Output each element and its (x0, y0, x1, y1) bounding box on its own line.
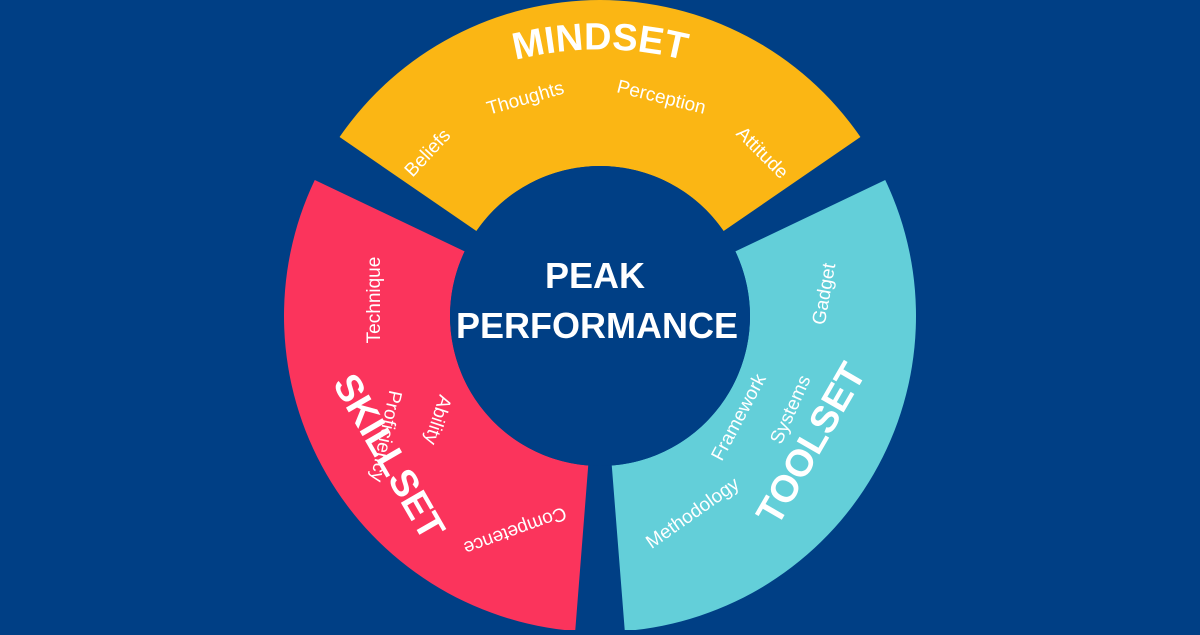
toolset-segment (611, 179, 917, 632)
mindset-segment (339, 0, 861, 232)
skillset-segment (283, 179, 589, 632)
center-title-line-2: PERFORMANCE (456, 305, 738, 346)
skillset-word-technique: Technique (364, 257, 385, 344)
center-disc (450, 166, 750, 466)
center-title-line-1: PEAK (545, 255, 645, 296)
